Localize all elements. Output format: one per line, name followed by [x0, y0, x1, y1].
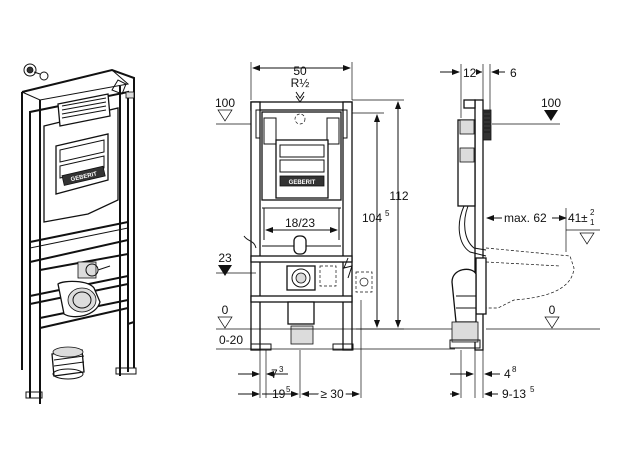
side-level-top-label: 100	[541, 96, 561, 110]
height2-label: 104	[362, 211, 382, 225]
side-bottom-range-label: 9-13	[502, 387, 526, 401]
bottom-mid-sup: 5	[286, 385, 291, 394]
front-brand-label: GEBERIT	[289, 180, 316, 186]
side-level-zero-label: 0	[549, 303, 556, 317]
front-elevation-view: 50 R½ GEBERIT 18/23	[215, 62, 455, 404]
side-offset-sup: 2	[590, 208, 595, 217]
side-elevation-view: 12 6 100 max. 62 41 ± 2 1	[440, 64, 600, 401]
isometric-frame-view: GEBERIT	[21, 63, 137, 404]
height-label: 112	[389, 189, 408, 203]
inner-width-label: 18/23	[285, 216, 315, 230]
bottom-mid-label: 19	[272, 387, 286, 401]
side-bottom-range-sup: 5	[530, 385, 535, 394]
side-bottom-label: 4	[504, 367, 511, 381]
width-label: 50	[293, 64, 307, 78]
connection-label: R½	[291, 76, 310, 90]
bottom-left-sup: 3	[279, 365, 284, 374]
front-level-mid-label: 23	[218, 251, 232, 265]
side-offset-sub: 1	[590, 218, 595, 227]
side-top-left-label: 12	[463, 66, 477, 80]
front-level-zero-label: 0	[222, 303, 229, 317]
side-top-right-label: 6	[510, 66, 517, 80]
bottom-right-label: ≥ 30	[320, 387, 344, 401]
front-level-top-label: 100	[215, 96, 235, 110]
floor-range-label: 0-20	[219, 333, 243, 347]
brand-label: GEBERIT	[70, 171, 98, 183]
bottom-left-label: 7	[271, 367, 278, 381]
height2-sup: 5	[385, 209, 390, 218]
side-offset-label: 41	[568, 211, 582, 225]
side-max-label: max. 62	[504, 211, 547, 225]
side-bottom-sup: 8	[512, 365, 517, 374]
side-offset-pm: ±	[581, 211, 588, 225]
